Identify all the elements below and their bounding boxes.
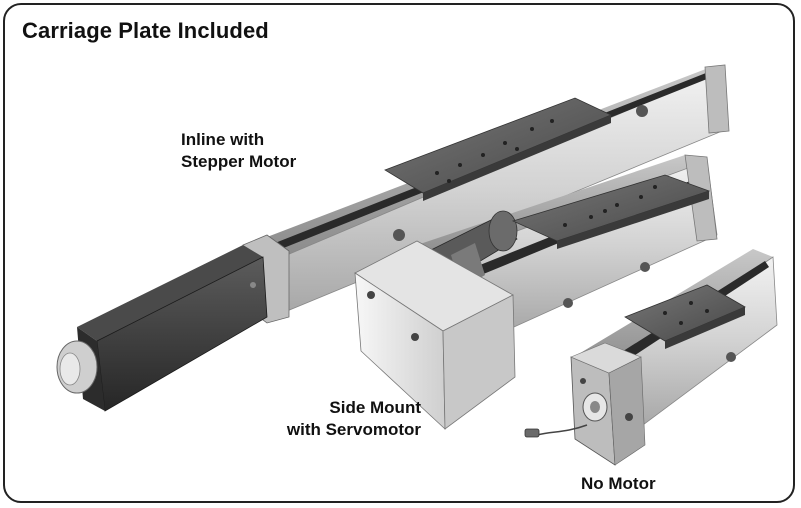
side-endbox-side (442, 294, 516, 430)
nomotor-screw (625, 413, 633, 421)
nomotor-plate-edge (665, 307, 745, 349)
label-no-motor: No Motor (581, 474, 656, 493)
inline-end-cap (704, 64, 730, 134)
side-hole (640, 262, 650, 272)
label-inline-stepper: Inline with Stepper Motor (181, 130, 297, 171)
nomotor-screw (580, 378, 586, 384)
nomotor-sensor-plug (524, 428, 540, 438)
inline-plate-holes (435, 119, 554, 183)
side-servomotor-end (488, 210, 518, 252)
inline-hole (393, 229, 405, 241)
figure-title: Carriage Plate Included (22, 18, 269, 43)
inline-plate-edge (423, 115, 611, 201)
inline-shaft-cap (59, 352, 81, 386)
inline-motor-top (77, 245, 263, 341)
nomotor-plate-holes (663, 301, 709, 325)
inline-motor-screw (250, 282, 256, 288)
nomotor-end-side (608, 356, 646, 466)
side-mount-servo-actuator (354, 154, 718, 430)
figure-frame: Carriage Plate Included Inline with Step… (3, 3, 795, 503)
inline-hole (636, 105, 648, 117)
inline-stepper-actuator (56, 64, 730, 412)
nomotor-hole (726, 352, 736, 362)
label-side-mount-servo: Side Mount with Servomotor (286, 398, 421, 439)
inline-motor-side (96, 256, 268, 412)
side-endbox-screw (411, 333, 419, 341)
actuators-illustration (56, 64, 778, 466)
side-endbox-screw (367, 291, 375, 299)
no-motor-actuator (524, 249, 778, 466)
nomotor-shaft-core (590, 401, 600, 413)
side-plate-holes (563, 185, 657, 227)
nomotor-sensor-wire (536, 424, 588, 436)
side-hole (563, 298, 573, 308)
side-plate-edge (557, 191, 709, 249)
